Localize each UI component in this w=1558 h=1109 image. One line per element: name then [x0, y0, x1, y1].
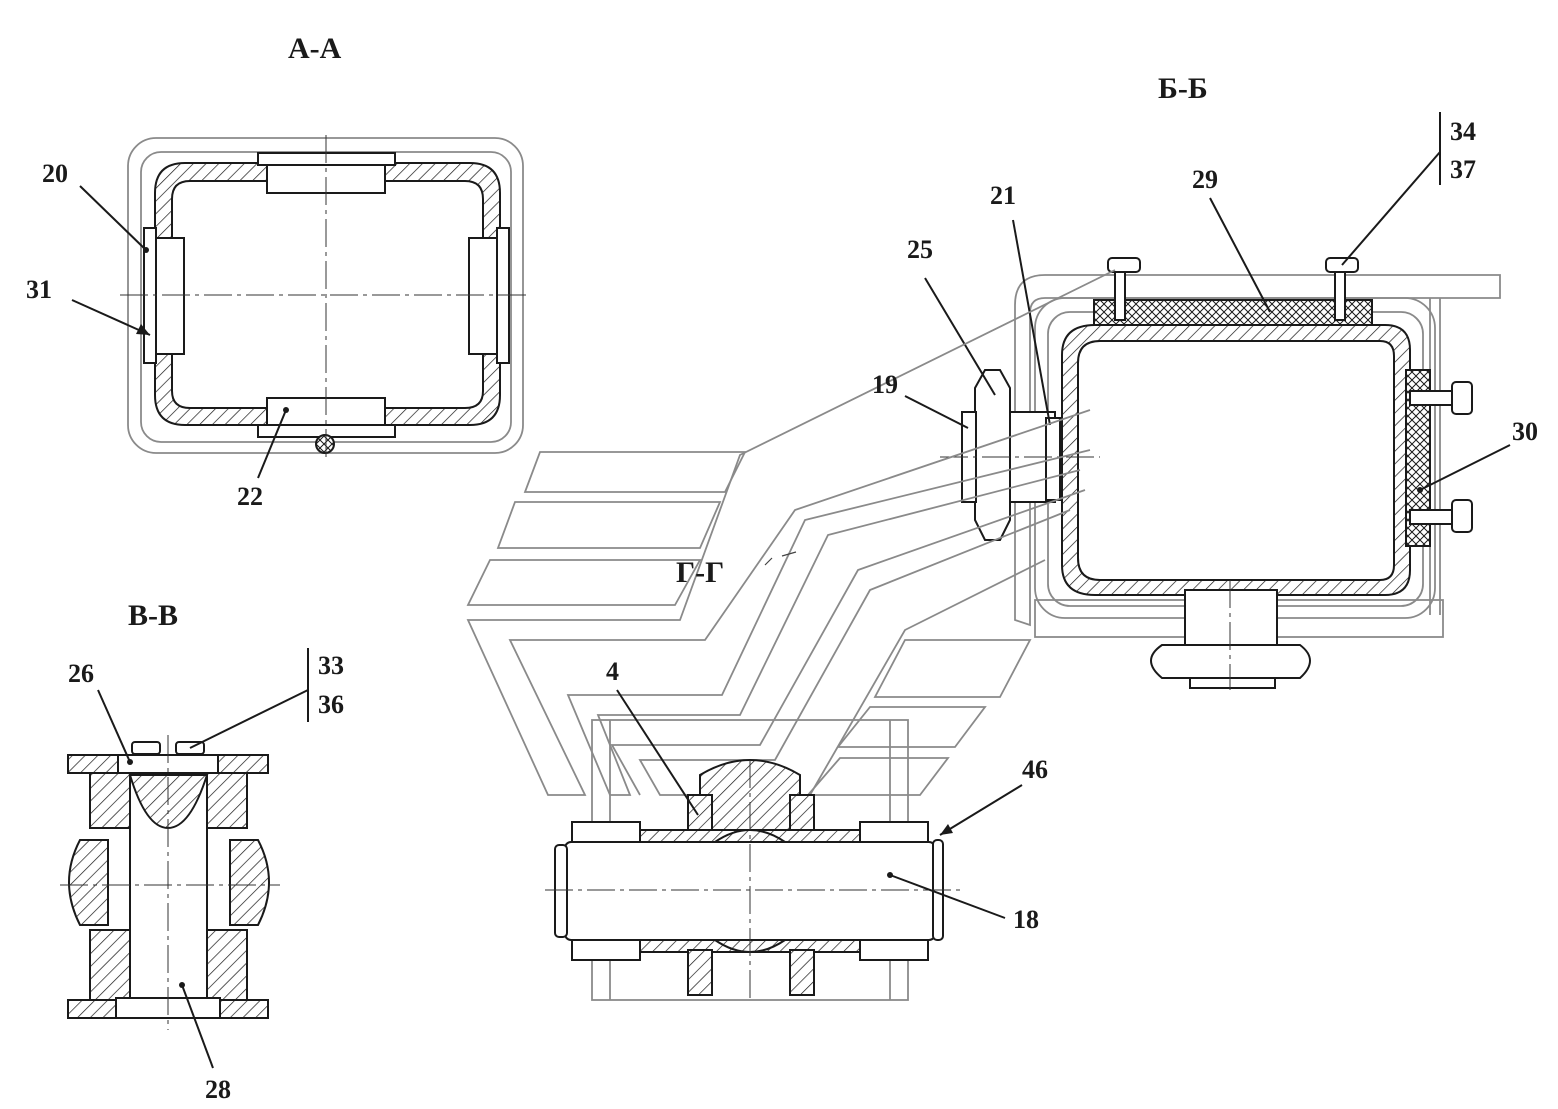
- label-31: 31: [26, 275, 52, 304]
- label-30: 30: [1512, 417, 1538, 446]
- label-33: 33: [318, 651, 344, 680]
- label-37: 37: [1450, 155, 1476, 184]
- section-b-b: [904, 112, 1511, 690]
- label-34: 34: [1450, 117, 1476, 146]
- label-36: 36: [318, 690, 344, 719]
- label-26: 26: [68, 659, 94, 688]
- section-title-v-v: В-В: [128, 599, 178, 632]
- section-g-g: [545, 689, 1023, 1001]
- label-20: 20: [42, 159, 68, 188]
- section-v-v: [60, 648, 309, 1069]
- section-a-a: [71, 135, 530, 479]
- label-28: 28: [205, 1075, 231, 1104]
- label-29: 29: [1192, 165, 1218, 194]
- label-21: 21: [990, 181, 1016, 210]
- callout-connector: [466, 269, 1116, 796]
- label-19: 19: [872, 370, 898, 399]
- section-title-b-b: Б-Б: [1158, 72, 1208, 105]
- label-18: 18: [1013, 905, 1039, 934]
- section-title-a-a: А-А: [288, 32, 342, 65]
- label-46: 46: [1022, 755, 1048, 784]
- label-4: 4: [606, 657, 619, 686]
- label-22: 22: [237, 482, 263, 511]
- section-title-g-g: Г-Г: [676, 556, 724, 589]
- label-25: 25: [907, 235, 933, 264]
